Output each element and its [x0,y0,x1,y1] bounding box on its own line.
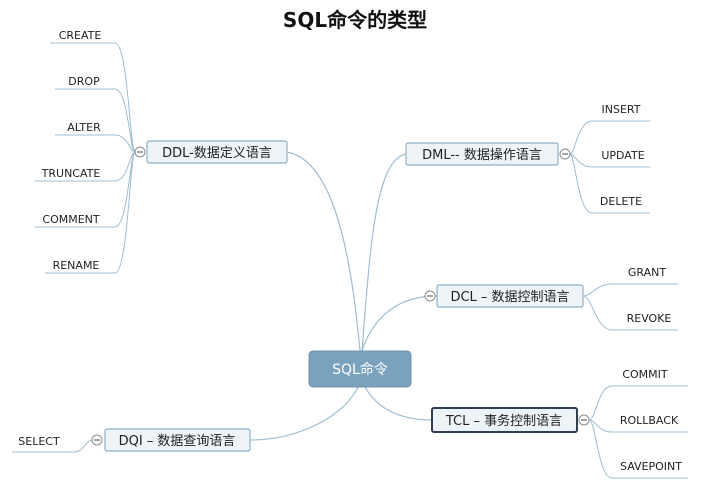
branch-connector [361,153,407,352]
leaf-items: CREATE DROP ALTER TRUNCATE COMMENT RENAM… [18,29,682,473]
leaf-connector [582,295,678,331]
leaf-item[interactable]: ALTER [67,121,101,134]
leaf-item[interactable]: ROLLBACK [620,414,679,427]
leaf-item[interactable]: COMMIT [622,368,668,381]
leaf-connector [50,42,136,153]
category-box-dcl[interactable] [436,284,584,308]
leaf-connector [569,153,650,168]
leaf-connector [588,385,688,421]
branch-connector [361,295,438,352]
root-node-box[interactable] [308,350,412,388]
leaf-item[interactable]: GRANT [628,266,666,279]
leaf-connector [588,419,688,433]
leaf-connector [582,283,678,297]
category-node-dml[interactable]: DML-- 数据操作语言 [405,142,571,166]
leaf-connector [55,88,136,153]
leaf-item[interactable]: UPDATE [601,149,644,162]
leaf-connector [55,134,136,153]
category-box-dml[interactable] [405,142,559,166]
leaf-item[interactable]: SELECT [18,435,60,448]
category-label-tcl: TCL – 事务控制语言 [445,413,562,429]
category-box-dqi[interactable] [104,428,251,452]
category-node-tcl[interactable]: TCL – 事务控制语言 [431,407,590,433]
leaf-item[interactable]: DROP [68,75,100,88]
leaf-connector [12,439,93,453]
leaf-item[interactable]: TRUNCATE [41,167,101,180]
collapse-icon[interactable] [559,148,571,160]
leaf-connector [569,120,650,155]
category-box-tcl[interactable] [431,407,578,433]
category-node-dcl[interactable]: DCL – 数据控制语言 [424,284,584,308]
category-label-ddl: DDL-数据定义语言 [162,146,272,161]
collapse-icon[interactable] [578,414,590,426]
leaf-item[interactable]: INSERT [602,103,641,116]
category-label-dcl: DCL – 数据控制语言 [450,290,569,305]
leaf-connector [588,419,688,479]
branch-connector [364,386,433,421]
root-node[interactable]: SQL命令 [308,350,412,388]
category-node-ddl[interactable]: DDL-数据定义语言 [134,140,288,164]
diagram-title: SQL命令的类型 [283,8,427,32]
leaf-connector [569,153,650,214]
collapse-icon[interactable] [424,290,436,302]
collapse-icon[interactable] [91,434,103,446]
category-node-dqi[interactable]: DQI – 数据查询语言 [91,428,251,452]
category-label-dqi: DQI – 数据查询语言 [119,434,236,449]
leaf-item[interactable]: COMMENT [42,213,99,226]
leaf-item[interactable]: RENAME [53,259,100,272]
leaf-item[interactable]: CREATE [59,29,102,42]
leaf-item[interactable]: DELETE [600,195,642,208]
collapse-icon[interactable] [134,146,146,158]
connectors [12,42,688,479]
leaf-item[interactable]: SAVEPOINT [620,460,682,473]
category-box-ddl[interactable] [146,140,288,164]
leaf-connector [45,151,136,274]
branch-connector [249,386,359,441]
root-node-label: SQL命令 [332,361,388,378]
branch-connector [286,151,361,352]
leaf-item[interactable]: REVOKE [627,312,672,325]
category-label-dml: DML-- 数据操作语言 [422,147,542,163]
